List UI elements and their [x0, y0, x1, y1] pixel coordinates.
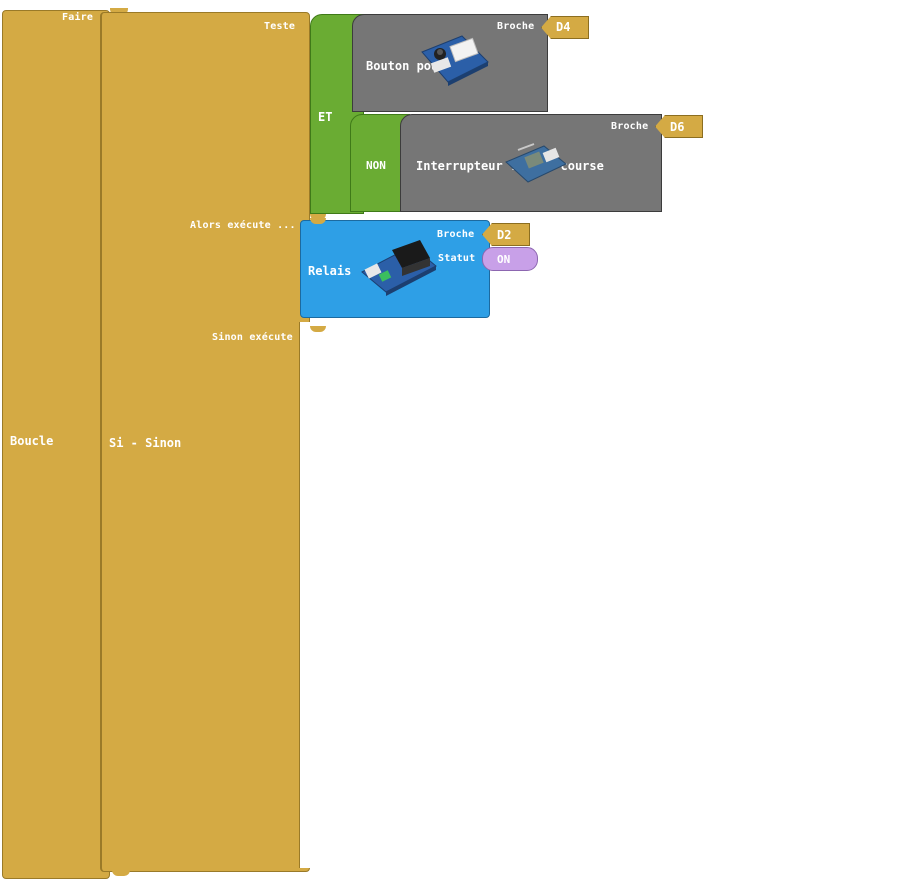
- else-slot-notch: [310, 326, 326, 332]
- relay-pin-value: D2: [497, 228, 512, 242]
- then-slot-notch: [310, 214, 326, 220]
- if-test-label: Teste: [264, 21, 296, 32]
- if-else-block-label: Si - Sinon: [109, 436, 182, 450]
- limit-switch-module-icon: [504, 140, 568, 186]
- limit-switch-pin-label: Broche: [611, 121, 649, 132]
- relay-state-label: Statut: [438, 253, 476, 264]
- relay-block-top-notch: [310, 218, 326, 224]
- relay-state-value: ON: [497, 253, 511, 266]
- not-block-label: NON: [366, 159, 386, 172]
- limit-switch-pin-field[interactable]: [655, 115, 703, 138]
- if-then-label: Alors exécute ...: [190, 220, 296, 231]
- if-else-block[interactable]: [100, 12, 310, 872]
- relay-module-icon: [360, 236, 438, 298]
- relay-block-label: Relais: [308, 264, 352, 278]
- limit-switch-pin-value: D6: [670, 120, 685, 134]
- push-button-pin-label: Broche: [497, 21, 535, 32]
- push-button-pin-value: D4: [556, 20, 571, 34]
- push-button-module-icon: [418, 30, 490, 90]
- and-block-label: ET: [318, 110, 333, 124]
- if-else-label: Sinon exécute: [212, 332, 293, 343]
- loop-block-top-notch: [110, 8, 128, 15]
- loop-slot-label: Faire: [62, 12, 94, 23]
- relay-state-field[interactable]: [482, 247, 538, 271]
- relay-pin-field[interactable]: [482, 223, 530, 246]
- else-slot[interactable]: [299, 322, 312, 868]
- loop-block-label: Boucle: [10, 434, 54, 448]
- loop-block[interactable]: [2, 10, 110, 879]
- relay-pin-label: Broche: [437, 229, 475, 240]
- push-button-pin-field[interactable]: [541, 16, 589, 39]
- if-else-bottom-notch: [112, 869, 130, 876]
